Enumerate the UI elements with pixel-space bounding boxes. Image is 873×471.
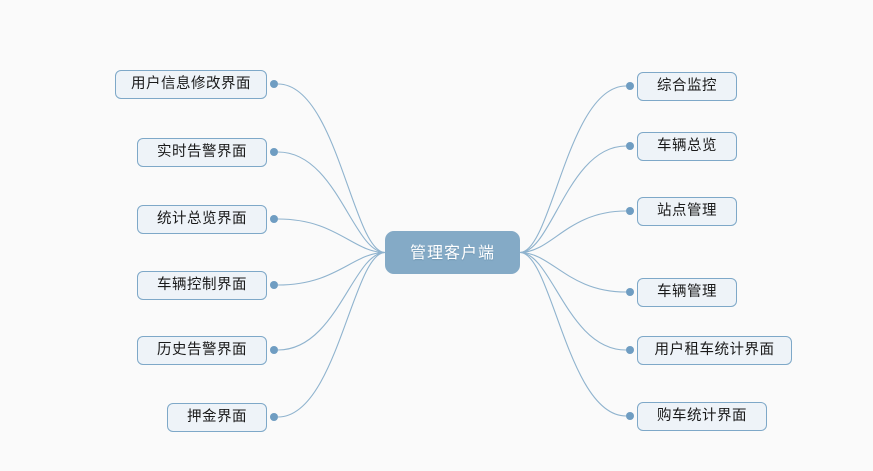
node-label: 历史告警界面 — [157, 341, 247, 358]
node-label: 车辆控制界面 — [157, 276, 247, 293]
connector-dot-left-3 — [270, 215, 278, 223]
node-label: 押金界面 — [187, 408, 247, 425]
connector-dot-left-1 — [270, 80, 278, 88]
connector-dot-right-3 — [626, 207, 634, 215]
mindmap-node-left-2[interactable]: 实时告警界面 — [137, 137, 267, 167]
connector-dot-left-5 — [270, 346, 278, 354]
node-label: 实时告警界面 — [157, 143, 247, 160]
mindmap-node-left-4[interactable]: 车辆控制界面 — [137, 270, 267, 300]
mindmap-node-right-3[interactable]: 站点管理 — [637, 196, 737, 226]
connector-dot-right-6 — [626, 412, 634, 420]
mindmap-node-left-1[interactable]: 用户信息修改界面 — [115, 69, 267, 99]
connector-dot-left-4 — [270, 281, 278, 289]
node-label: 车辆管理 — [657, 283, 717, 300]
connector-dot-left-2 — [270, 148, 278, 156]
edge-left-2 — [277, 151, 386, 254]
mindmap-node-right-5[interactable]: 用户租车统计界面 — [637, 335, 792, 365]
node-label: 综合监控 — [657, 77, 717, 94]
edge-right-1 — [519, 85, 627, 254]
node-label: 站点管理 — [657, 202, 717, 219]
node-label: 购车统计界面 — [657, 407, 747, 424]
edge-right-2 — [519, 145, 627, 254]
edge-right-4 — [519, 251, 627, 293]
edge-left-4 — [277, 251, 386, 286]
mindmap-node-right-2[interactable]: 车辆总览 — [637, 131, 737, 161]
mindmap-node-right-6[interactable]: 购车统计界面 — [637, 401, 767, 431]
connector-dot-left-6 — [270, 413, 278, 421]
mindmap-node-right-4[interactable]: 车辆管理 — [637, 277, 737, 307]
node-label: 统计总览界面 — [157, 210, 247, 227]
edge-left-5 — [277, 251, 386, 351]
center-node-label: 管理客户端 — [409, 242, 495, 262]
mindmap-node-left-6[interactable]: 押金界面 — [167, 402, 267, 432]
edge-left-3 — [277, 218, 386, 254]
connector-dot-right-4 — [626, 288, 634, 296]
edge-right-5 — [519, 251, 627, 351]
edge-left-6 — [277, 251, 386, 418]
connector-dot-right-1 — [626, 82, 634, 90]
mindmap-node-right-1[interactable]: 综合监控 — [637, 71, 737, 101]
mindmap-node-left-5[interactable]: 历史告警界面 — [137, 335, 267, 365]
node-label: 用户信息修改界面 — [131, 75, 251, 92]
edge-right-3 — [519, 210, 627, 254]
edge-right-6 — [519, 251, 627, 417]
mindmap-center-node[interactable]: 管理客户端 — [385, 231, 520, 274]
mindmap-node-left-3[interactable]: 统计总览界面 — [137, 204, 267, 234]
node-label: 用户租车统计界面 — [654, 341, 775, 358]
node-label: 车辆总览 — [657, 137, 717, 154]
connector-dot-right-5 — [626, 346, 634, 354]
edge-left-1 — [277, 83, 386, 254]
connector-dot-right-2 — [626, 142, 634, 150]
